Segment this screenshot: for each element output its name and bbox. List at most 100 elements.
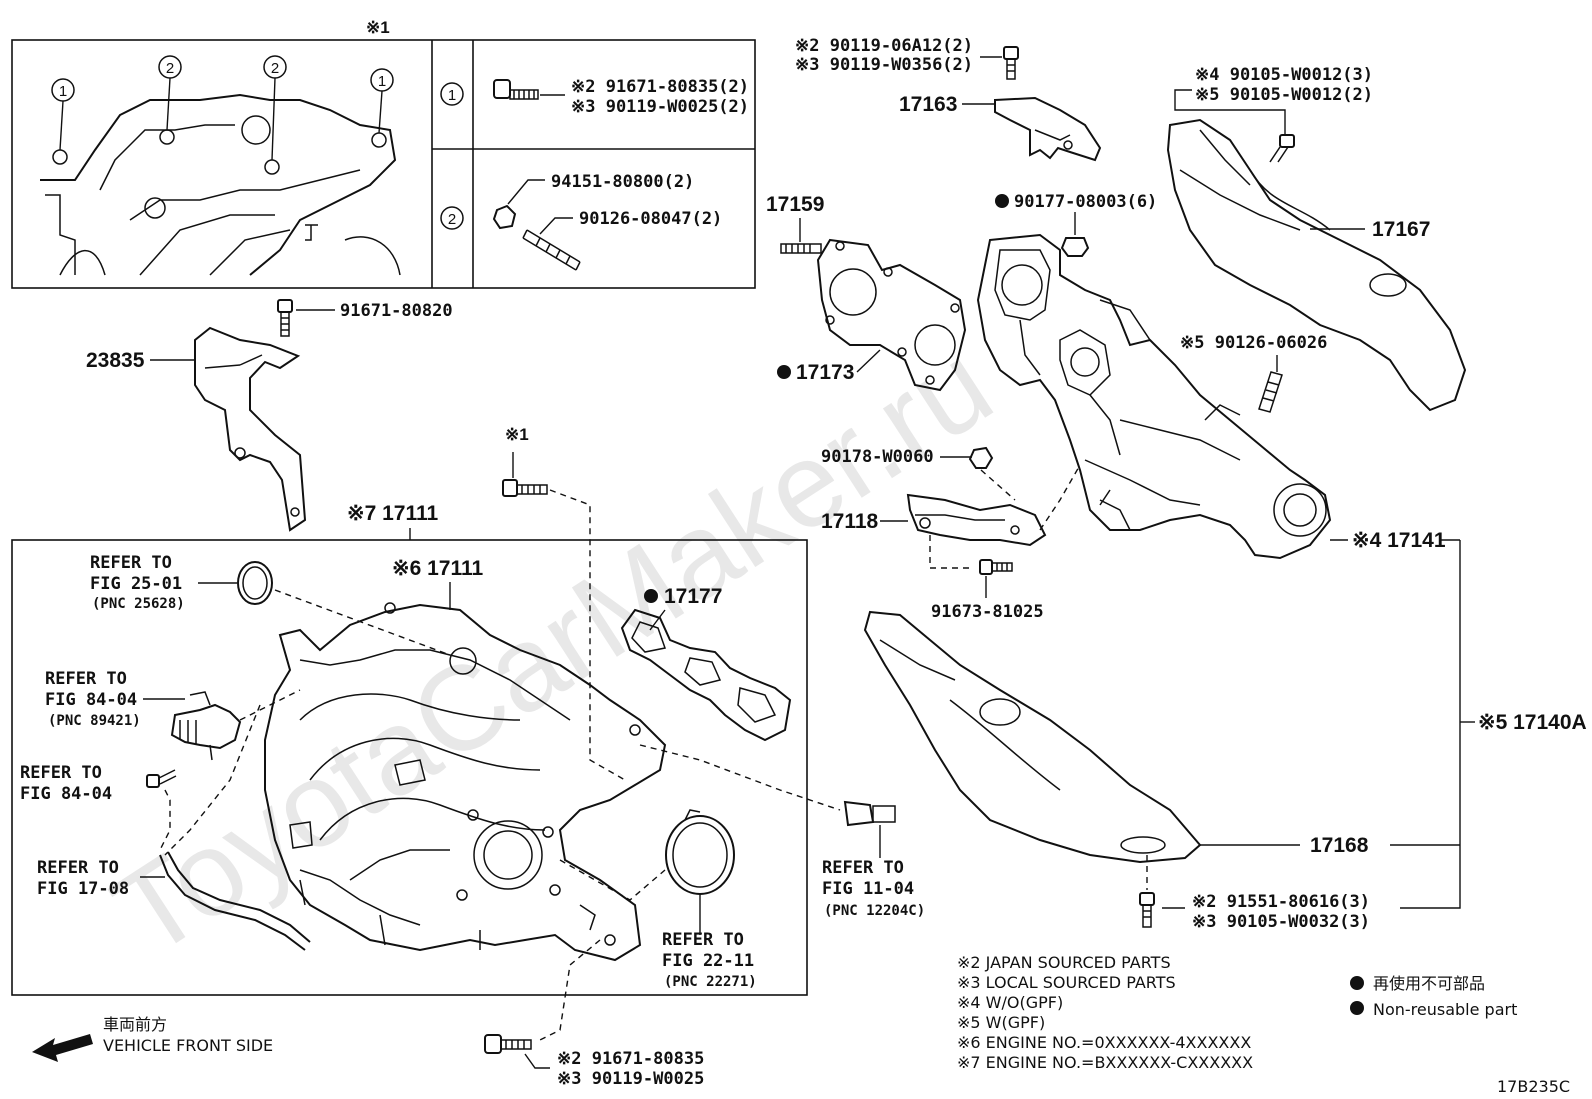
intake-manifold-box: ※1 ※7 17111 ※6 17111 bbox=[11, 425, 925, 1089]
svg-text:※4 17141: ※4 17141 bbox=[1352, 529, 1446, 552]
detail-box-frame bbox=[11, 39, 756, 289]
label-17111-outer: ※7 17111 bbox=[347, 502, 439, 525]
svg-text:17168: 17168 bbox=[1310, 834, 1369, 857]
stud-17159: 17159 bbox=[766, 193, 824, 254]
heat-insulator-17168: 17168 bbox=[863, 610, 1369, 890]
detail-row-2-part-a: 94151-80800(2) bbox=[551, 172, 694, 192]
bracket-23835: 23835 bbox=[86, 326, 307, 532]
bolt-mark-1 bbox=[502, 452, 548, 497]
svg-text:VEHICLE FRONT SIDE: VEHICLE FRONT SIDE bbox=[103, 1036, 273, 1055]
bolt-91673-81025: 91673-81025 bbox=[931, 559, 1044, 622]
exhaust-manifold-converter bbox=[976, 233, 1332, 560]
bolt-91671-80835-bottom: ※2 91671-80835 ※3 90119-W0025 bbox=[484, 939, 704, 1089]
svg-text:2: 2 bbox=[271, 60, 279, 77]
callout-1-left: 1 bbox=[51, 78, 75, 151]
svg-text:FIG 84-04: FIG 84-04 bbox=[20, 784, 112, 804]
svg-text:※5 90126-06026: ※5 90126-06026 bbox=[1180, 333, 1327, 353]
detail-row-2: 2 94151-80800(2) 90126-08047(2) bbox=[440, 172, 722, 271]
svg-text:Non-reusable part: Non-reusable part bbox=[1373, 1000, 1517, 1019]
svg-text:※3 90119-W0356(2): ※3 90119-W0356(2) bbox=[795, 55, 973, 75]
svg-text:※2 90119-06A12(2): ※2 90119-06A12(2) bbox=[795, 36, 973, 56]
svg-text:REFER TO: REFER TO bbox=[20, 763, 102, 783]
svg-text:REFER TO: REFER TO bbox=[822, 858, 904, 878]
detail-box: ※1 1 bbox=[11, 18, 756, 289]
bolt-90119-group: ※2 90119-06A12(2) ※3 90119-W0356(2) bbox=[795, 36, 1019, 80]
non-reusable-dot-icon bbox=[1350, 976, 1364, 990]
svg-text:1: 1 bbox=[448, 87, 456, 104]
gasket-17177: 17177 bbox=[620, 585, 792, 742]
svg-text:※5 90105-W0012(2): ※5 90105-W0012(2) bbox=[1195, 85, 1373, 105]
svg-text:※2 91551-80616(3): ※2 91551-80616(3) bbox=[1192, 892, 1370, 912]
svg-text:FIG 22-11: FIG 22-11 bbox=[662, 951, 754, 971]
svg-text:(PNC 25628): (PNC 25628) bbox=[92, 596, 185, 612]
bolt-91551-80616: ※2 91551-80616(3) ※3 90105-W0032(3) bbox=[1139, 892, 1370, 932]
sensor-89421 bbox=[170, 689, 301, 761]
svg-text:REFER TO: REFER TO bbox=[662, 930, 744, 950]
bracket-17163: 17163 bbox=[899, 93, 1102, 162]
intake-box-frame bbox=[11, 539, 808, 996]
vehicle-front-indicator: 車両前方 VEHICLE FRONT SIDE bbox=[32, 1015, 273, 1062]
diagram-code: 17B235C bbox=[1497, 1077, 1570, 1096]
callout-2-left: 2 bbox=[158, 55, 182, 131]
svg-text:※2 JAPAN SOURCED PARTS: ※2 JAPAN SOURCED PARTS bbox=[957, 953, 1171, 972]
svg-text:REFER TO: REFER TO bbox=[90, 553, 172, 573]
svg-text:※7 ENGINE NO.=BXXXXXX-CXXXXXX: ※7 ENGINE NO.=BXXXXXX-CXXXXXX bbox=[957, 1053, 1253, 1072]
svg-text:※6 ENGINE NO.=0XXXXXX-4XXXXXX: ※6 ENGINE NO.=0XXXXXX-4XXXXXX bbox=[957, 1033, 1251, 1052]
detail-box-mark: ※1 bbox=[366, 18, 390, 37]
assembly-bracket-line bbox=[1400, 540, 1461, 909]
svg-text:17118: 17118 bbox=[821, 510, 879, 533]
svg-text:91673-81025: 91673-81025 bbox=[931, 602, 1044, 622]
svg-text:※4 W/O(GPF): ※4 W/O(GPF) bbox=[957, 993, 1063, 1012]
callout-2-right: 2 bbox=[263, 55, 287, 161]
svg-text:(PNC 89421): (PNC 89421) bbox=[48, 713, 141, 729]
svg-text:1: 1 bbox=[59, 83, 67, 100]
svg-text:90178-W0060: 90178-W0060 bbox=[821, 447, 934, 467]
svg-text:※5 W(GPF): ※5 W(GPF) bbox=[957, 1013, 1045, 1032]
refer-fig-84-04-bolt: REFER TO FIG 84-04 bbox=[20, 763, 177, 851]
stud-90126-06026: ※5 90126-06026 bbox=[1180, 333, 1327, 413]
svg-text:17163: 17163 bbox=[899, 93, 957, 116]
svg-text:車両前方: 車両前方 bbox=[103, 1015, 167, 1034]
callout-1-right: 1 bbox=[370, 68, 394, 134]
svg-text:(PNC 12204C): (PNC 12204C) bbox=[824, 903, 925, 919]
bracket-17118: 17118 bbox=[821, 464, 1081, 569]
svg-text:※4 90105-W0012(3): ※4 90105-W0012(3) bbox=[1195, 65, 1373, 85]
nut-icon bbox=[492, 204, 517, 230]
non-reusable-dot-icon bbox=[1350, 1001, 1364, 1015]
svg-text:FIG 84-04: FIG 84-04 bbox=[45, 690, 137, 710]
refer-fig-84-04-sensor: REFER TO FIG 84-04 (PNC 89421) bbox=[45, 669, 185, 729]
hose-17-08 bbox=[159, 704, 311, 951]
front-arrow-icon bbox=[32, 1034, 93, 1062]
label-17111-inner: ※6 17111 bbox=[392, 557, 484, 580]
svg-text:17167: 17167 bbox=[1372, 218, 1430, 241]
svg-text:FIG 25-01: FIG 25-01 bbox=[90, 574, 182, 594]
svg-text:※2 91671-80835: ※2 91671-80835 bbox=[557, 1049, 704, 1069]
detail-row-1: 1 ※2 91671-80835(2) ※3 90119-W0025(2) bbox=[440, 77, 749, 117]
svg-text:※3 90105-W0032(3): ※3 90105-W0032(3) bbox=[1192, 912, 1370, 932]
o-ring-25628 bbox=[237, 561, 451, 656]
nut-90178-W0060: 90178-W0060 bbox=[821, 446, 1016, 501]
detail-row-2-part-b: 90126-08047(2) bbox=[579, 209, 722, 229]
svg-text:2: 2 bbox=[166, 60, 174, 77]
intake-manifold-17111 bbox=[264, 602, 667, 962]
svg-text:90177-08003(6): 90177-08003(6) bbox=[1014, 192, 1157, 212]
svg-text:※3 LOCAL SOURCED PARTS: ※3 LOCAL SOURCED PARTS bbox=[957, 973, 1176, 992]
svg-text:17173: 17173 bbox=[796, 361, 854, 384]
svg-text:17159: 17159 bbox=[766, 193, 824, 216]
manifold-flange-sketch bbox=[40, 93, 401, 276]
refer-fig-22-11: REFER TO FIG 22-11 (PNC 22271) bbox=[559, 809, 757, 990]
svg-text:(PNC 22271): (PNC 22271) bbox=[664, 974, 757, 990]
detail-row-1-part-b: ※3 90119-W0025(2) bbox=[571, 97, 749, 117]
detail-row-1-part-a: ※2 91671-80835(2) bbox=[571, 77, 749, 97]
svg-text:※3 90119-W0025: ※3 90119-W0025 bbox=[557, 1069, 704, 1089]
svg-text:再使用不可部品: 再使用不可部品 bbox=[1373, 974, 1485, 993]
heat-insulator-17167: 17167 bbox=[1166, 118, 1467, 412]
bolt-91671-80820: 91671-80820 bbox=[277, 299, 453, 337]
svg-text:23835: 23835 bbox=[86, 349, 145, 372]
label-17141: ※4 17141 bbox=[1330, 529, 1460, 552]
gasket-17173: 17173 bbox=[777, 238, 967, 392]
svg-text:1: 1 bbox=[378, 73, 386, 90]
nut-90177-08003: 90177-08003(6) bbox=[995, 192, 1157, 257]
